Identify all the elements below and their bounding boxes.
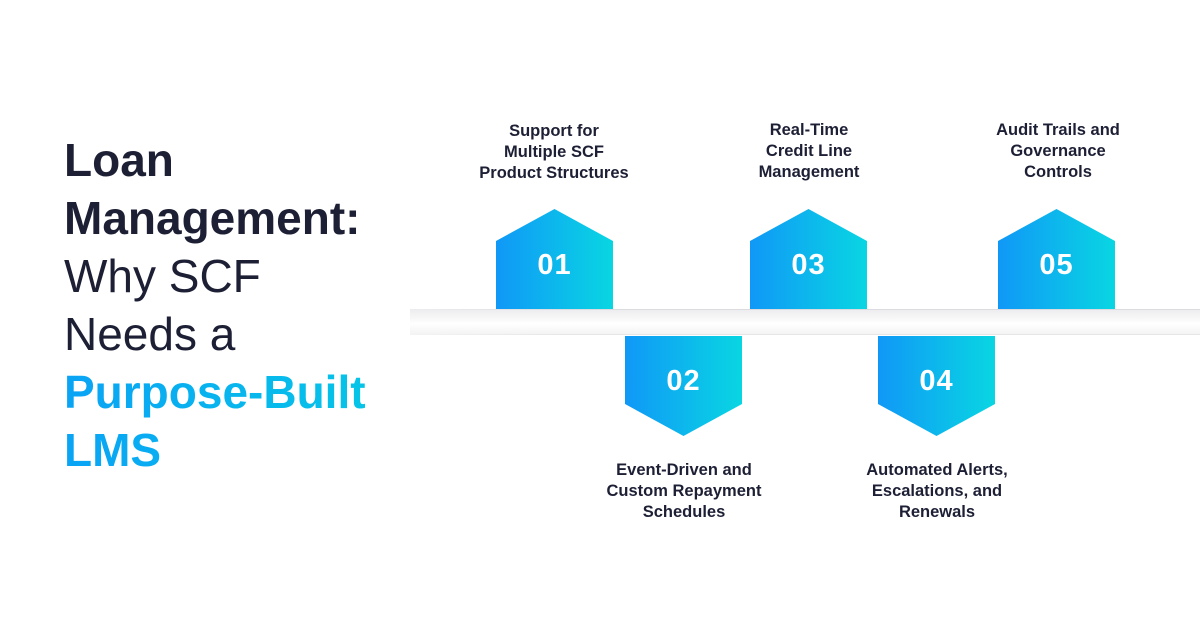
step-4-hexagon: 04: [878, 336, 995, 436]
page-title: Loan Management: Why SCF Needs a Purpose…: [64, 131, 366, 479]
step-5-label: Audit Trails and Governance Controls: [996, 121, 1120, 181]
step-4-label: Automated Alerts, Escalations, and Renew…: [866, 461, 1008, 521]
step-5-hexagon: 05: [998, 209, 1115, 309]
step-3-hexagon: 03: [750, 209, 867, 309]
step-5-number: 05: [1039, 248, 1074, 281]
step-4-number: 04: [919, 364, 954, 397]
timeline-bar: [410, 309, 1200, 335]
title-line: Needs a: [64, 308, 236, 360]
step-3-number: 03: [791, 248, 826, 281]
title-line: Management:: [64, 192, 361, 244]
title-highlight: LMS: [64, 421, 366, 479]
step-2-hexagon: 02: [625, 336, 742, 436]
step-2-label: Event-Driven and Custom Repayment Schedu…: [606, 461, 762, 521]
step-3-label: Real-Time Credit Line Management: [758, 121, 860, 181]
step-2-number: 02: [666, 364, 701, 397]
title-line: Loan: [64, 134, 174, 186]
title-highlight: Purpose-Built: [64, 363, 366, 421]
step-1-label: Support for Multiple SCF Product Structu…: [479, 122, 629, 182]
step-1-hexagon: 01: [496, 209, 613, 309]
step-1-number: 01: [537, 248, 572, 281]
title-line: Why SCF: [64, 250, 261, 302]
